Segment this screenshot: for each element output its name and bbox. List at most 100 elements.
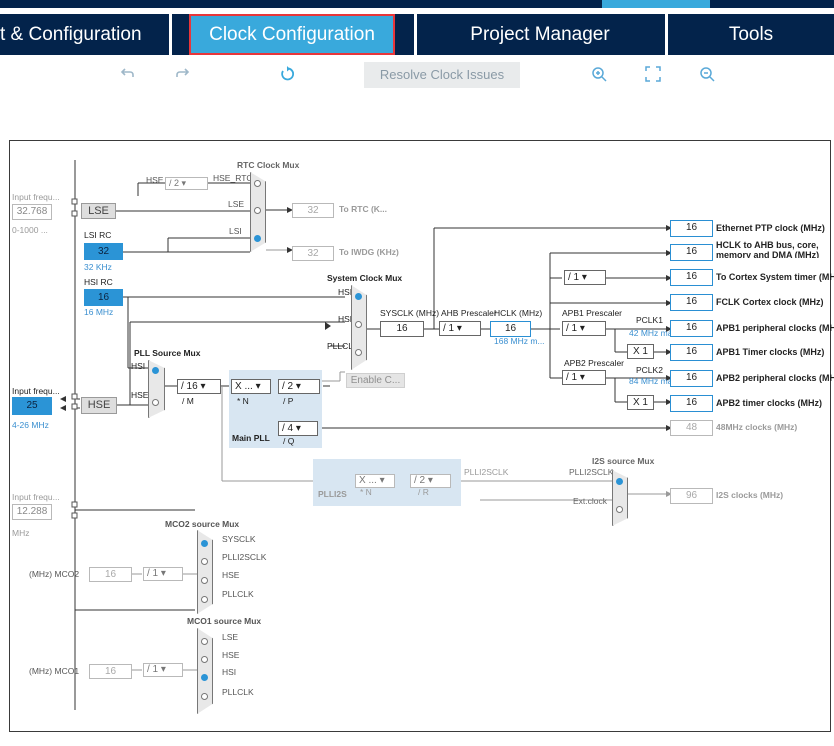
pll-q-divider-select[interactable]: / 4 ▾ — [278, 421, 318, 436]
plli2s-n-label: * N — [360, 487, 372, 497]
output-apb1-timer-value[interactable]: 16 — [670, 344, 713, 361]
i2s-input-frequency-field[interactable]: 12.288 — [12, 504, 52, 520]
mco1-source-mux-title: MCO1 source Mux — [187, 616, 262, 626]
i2s-mux-radio-pll[interactable] — [616, 478, 623, 485]
tab-project-manager[interactable]: Project Manager — [470, 24, 610, 45]
plli2s-r-divider-select[interactable]: / 2 ▾ — [410, 474, 451, 488]
output-apb1-peripheral-value[interactable]: 16 — [670, 320, 713, 337]
lsi-rc-unit: 32 KHz — [84, 262, 112, 272]
system-clock-mux-title: System Clock Mux — [327, 273, 403, 283]
mco2-radio-plli2sclk[interactable] — [201, 558, 208, 565]
lsi-rc-value: 32 — [84, 243, 123, 260]
ahb-prescaler-select[interactable]: / 1 ▾ — [439, 321, 481, 336]
lse-source-block: LSE — [81, 203, 116, 219]
i2s-input-unit: MHz — [12, 528, 30, 538]
output-hclk-ahb-value[interactable]: 16 — [670, 244, 713, 261]
lsi-rc-label: LSI RC — [84, 230, 112, 240]
iwdg-output-label: To IWDG (KHz) — [339, 247, 399, 257]
plli2s-n-multiplier-select[interactable]: X ... ▾ — [355, 474, 395, 488]
mco1-radio-lse[interactable] — [201, 638, 208, 645]
rtc-hse-divider-select[interactable]: / 2 ▾ — [165, 177, 208, 190]
sysclk-mux-radio-hsi[interactable] — [355, 293, 362, 300]
output-apb1-peripheral-label: APB1 peripheral clocks (MHz) — [716, 323, 834, 333]
i2s-mux-radio-ext[interactable] — [616, 506, 623, 513]
output-cortex-timer-value[interactable]: 16 — [670, 269, 713, 286]
fit-to-screen-icon[interactable] — [643, 66, 663, 88]
mco2-radio-hse[interactable] — [201, 577, 208, 584]
rtc-hse-divider-value: / 2 — [169, 178, 180, 188]
resolve-clock-issues-button[interactable]: Resolve Clock Issues — [364, 62, 520, 88]
tab-tools[interactable]: Tools — [728, 24, 774, 45]
enable-css-button[interactable]: Enable C... — [346, 373, 405, 388]
tab-pinout-configuration[interactable]: t & Configuration — [0, 24, 142, 45]
output-48mhz-value: 48 — [670, 420, 713, 436]
plli2s-n-multiplier-value: X ... — [359, 475, 377, 486]
rtc-mux-radio-lse[interactable] — [254, 207, 261, 214]
rtc-in-hse-rtc: HSE_RTC — [213, 173, 253, 183]
output-hclk-ahb-label: HCLK to AHB bus, core, memory and DMA (M… — [716, 240, 820, 258]
apb2-prescaler-select[interactable]: / 1 ▾ — [562, 370, 606, 385]
sysclk-mux-radio-pllclk[interactable] — [355, 349, 362, 356]
mco1-radio-hsi[interactable] — [201, 674, 208, 681]
pll-m-divider-select[interactable]: / 16 ▾ — [177, 379, 221, 394]
top-nav-remnant — [0, 0, 834, 8]
tab-separator — [665, 14, 668, 55]
sysclk-mux-radio-hse[interactable] — [355, 321, 362, 328]
apb1-prescaler-select[interactable]: / 1 ▾ — [562, 321, 606, 336]
apb2-max-label: 84 MHz max — [629, 376, 677, 386]
hse-input-label: Input frequ... — [12, 386, 60, 396]
mco1-radio-pllclk[interactable] — [201, 693, 208, 700]
output-apb2-peripheral-value[interactable]: 16 — [670, 370, 713, 387]
output-apb2-timer-value[interactable]: 16 — [670, 395, 713, 412]
pll-source-radio-hsi[interactable] — [152, 367, 159, 374]
pll-p-label: / P — [283, 396, 294, 406]
hsi-rc-value: 16 — [84, 289, 123, 306]
mco1-divider-value: / 1 — [147, 664, 159, 675]
pll-n-multiplier-value: X ... — [235, 381, 253, 392]
rtc-hse-label: HSE — [146, 175, 164, 185]
rtc-mux-radio-hse[interactable] — [254, 180, 261, 187]
pll-source-hse: HSE — [131, 390, 149, 400]
output-fclk-value[interactable]: 16 — [670, 294, 713, 311]
cortex-timer-divider-select[interactable]: / 1 ▾ — [564, 270, 606, 285]
mco2-radio-sysclk[interactable] — [201, 540, 208, 547]
hsi-rc-unit: 16 MHz — [84, 307, 114, 317]
clock-tree-canvas — [9, 140, 831, 732]
pll-p-divider-select[interactable]: / 2 ▾ — [278, 379, 320, 394]
mco1-in-pllclk: PLLCLK — [222, 687, 254, 697]
tab-separator — [169, 14, 172, 55]
zoom-in-icon[interactable] — [589, 66, 609, 88]
mco1-radio-hse[interactable] — [201, 656, 208, 663]
output-ethernet-ptp-value[interactable]: 16 — [670, 220, 713, 237]
i2s-output-value: 96 — [670, 488, 713, 504]
output-apb2-peripheral-label: APB2 peripheral clocks (MHz) — [716, 373, 834, 383]
apb2-prescaler-value: / 1 — [566, 372, 578, 383]
mco2-radio-pllclk[interactable] — [201, 596, 208, 603]
mco1-divider-select[interactable]: / 1 ▾ — [143, 663, 183, 677]
undo-icon[interactable] — [118, 65, 138, 87]
hse-source-block: HSE — [81, 397, 117, 414]
refresh-icon[interactable] — [277, 66, 297, 88]
sysclk-value: 16 — [380, 321, 424, 337]
pll-q-label: / Q — [283, 436, 295, 446]
mco2-divider-select[interactable]: / 1 ▾ — [143, 567, 183, 581]
hclk-value-field[interactable]: 16 — [490, 321, 531, 337]
pclk1-label: PCLK1 — [636, 315, 663, 325]
pll-source-hsi: HSI — [131, 361, 146, 371]
pll-n-label: * N — [237, 396, 249, 406]
mco1-output-label: (MHz) MCO1 — [29, 666, 80, 676]
rtc-output-label: To RTC (K... — [339, 204, 387, 214]
pll-n-multiplier-select[interactable]: X ... ▾ — [231, 379, 271, 394]
pll-source-radio-hse[interactable] — [152, 399, 159, 406]
redo-icon[interactable] — [172, 65, 192, 87]
zoom-out-icon[interactable] — [697, 66, 717, 88]
rtc-in-lsi: LSI — [229, 226, 242, 236]
apb2-timer-multiplier: X 1 — [627, 395, 654, 410]
rtc-mux-radio-lsi[interactable] — [254, 235, 261, 242]
lse-input-label: Input frequ... — [12, 192, 60, 202]
hse-input-frequency-field[interactable]: 25 — [12, 397, 52, 415]
tab-clock-configuration[interactable]: Clock Configuration — [189, 14, 395, 55]
lse-input-frequency-field[interactable]: 32.768 — [12, 204, 52, 220]
pll-m-divider-value: / 16 — [181, 381, 198, 392]
hclk-label: HCLK (MHz) — [494, 308, 543, 318]
